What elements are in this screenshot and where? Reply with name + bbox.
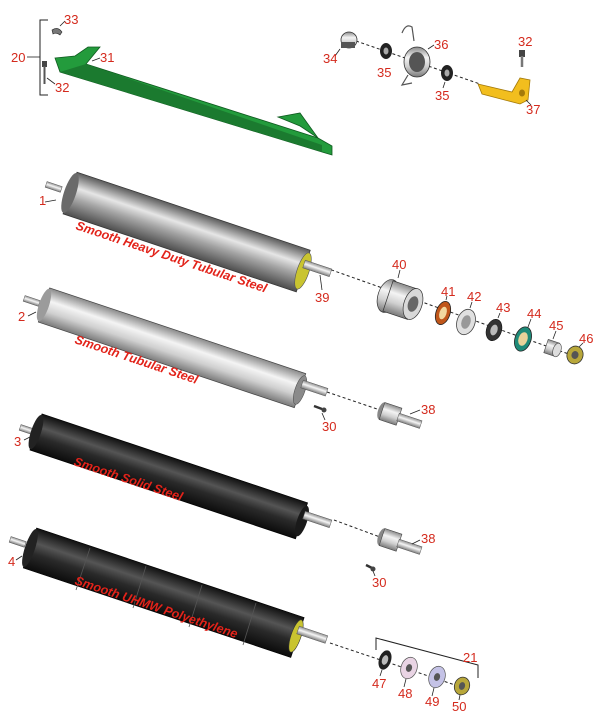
end-hardware-47-50 <box>375 637 479 701</box>
callout-49: 49 <box>425 694 439 709</box>
callout-36: 36 <box>434 37 448 52</box>
seal-41 <box>434 301 452 325</box>
callout-33: 33 <box>64 12 78 27</box>
bolt-32-left <box>42 61 47 84</box>
hub-34 <box>340 31 358 49</box>
washer-35-a <box>380 43 392 59</box>
callout-34: 34 <box>323 51 337 66</box>
callout-40: 40 <box>392 257 406 272</box>
seal-44 <box>514 326 532 352</box>
roller-4-uhmw <box>8 527 471 691</box>
washer-35-b <box>441 65 453 81</box>
scraper-bar-31 <box>54 46 333 156</box>
roller-3-solid <box>18 413 381 540</box>
callout-35-b: 35 <box>435 88 449 103</box>
callout-1: 1 <box>39 193 46 208</box>
callout-32-left: 32 <box>55 80 69 95</box>
callout-20: 20 <box>11 50 25 65</box>
callout-50: 50 <box>452 699 466 714</box>
pin-30-b <box>365 563 376 577</box>
callout-4: 4 <box>8 554 15 569</box>
seal-47 <box>378 650 392 670</box>
callout-31: 31 <box>100 50 114 65</box>
callout-38-b: 38 <box>421 531 435 546</box>
callout-43: 43 <box>496 300 510 315</box>
callout-46: 46 <box>579 331 593 346</box>
bearing-housing-40 <box>376 279 424 320</box>
callout-3: 3 <box>14 434 21 449</box>
callout-45: 45 <box>549 318 563 333</box>
callout-21: 21 <box>463 650 477 665</box>
stub-shaft-38-a <box>377 402 423 429</box>
callout-44: 44 <box>527 306 541 321</box>
roller-1-heavy-duty <box>44 171 581 359</box>
nut-46 <box>566 345 584 365</box>
callout-39: 39 <box>315 290 329 305</box>
callout-41: 41 <box>441 284 455 299</box>
callout-42: 42 <box>467 289 481 304</box>
washer-49 <box>428 665 446 689</box>
washer-48 <box>400 656 418 680</box>
roller-2-tubular <box>22 287 381 421</box>
callout-30-b: 30 <box>372 575 386 590</box>
spring-36 <box>400 25 431 86</box>
callout-48: 48 <box>398 686 412 701</box>
callout-30-a: 30 <box>322 419 336 434</box>
bearing-set-40-46 <box>376 269 584 365</box>
callout-2: 2 <box>18 309 25 324</box>
spring-bracket-assembly <box>334 25 532 106</box>
callout-32-right: 32 <box>518 34 532 49</box>
bolt-32-right <box>519 50 525 67</box>
callout-35-a: 35 <box>377 65 391 80</box>
ring-42 <box>456 308 476 336</box>
nut-50 <box>453 676 471 696</box>
callout-38-a: 38 <box>421 402 435 417</box>
scraper-assembly <box>27 19 333 156</box>
spacer-45 <box>543 338 562 358</box>
pin-30-a <box>313 404 327 413</box>
callout-37: 37 <box>526 102 540 117</box>
stub-shaft-38-b <box>377 528 423 555</box>
bracket-37 <box>477 77 531 105</box>
callout-47: 47 <box>372 676 386 691</box>
bearing-43 <box>485 319 503 341</box>
callout-labels: 20 33 31 32 34 35 36 35 32 37 1 39 40 41… <box>8 12 593 714</box>
